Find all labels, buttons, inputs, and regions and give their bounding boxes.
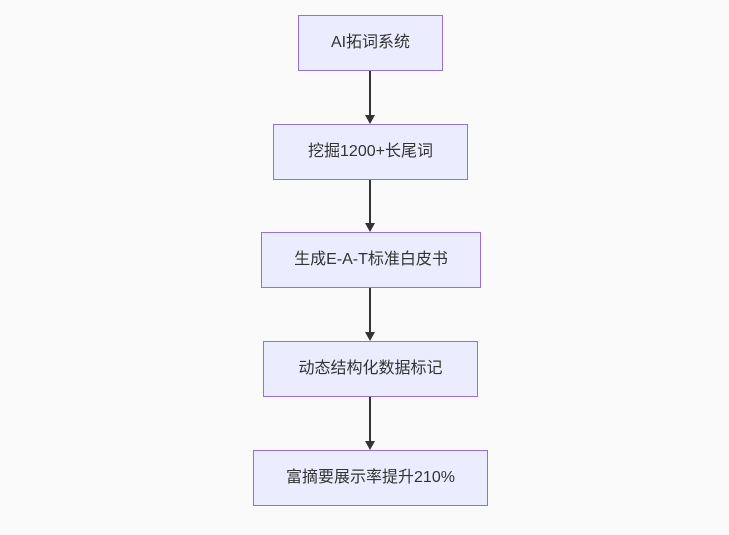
flow-node-dynamic-structured-data-markup: 动态结构化数据标记 xyxy=(263,341,478,397)
edge-line xyxy=(369,397,371,441)
edge-line xyxy=(369,71,371,115)
flow-edge-1 xyxy=(364,71,376,124)
flow-node-label: 富摘要展示率提升210% xyxy=(286,469,455,486)
flow-node-mine-longtail-keywords: 挖掘1200+长尾词 xyxy=(273,124,468,180)
flow-edge-4 xyxy=(364,397,376,450)
flow-node-rich-snippet-rate-increase: 富摘要展示率提升210% xyxy=(253,450,488,506)
arrowhead-down-icon xyxy=(365,441,375,450)
edge-line xyxy=(369,288,371,332)
arrowhead-down-icon xyxy=(365,223,375,232)
flow-node-generate-eat-whitepaper: 生成E-A-T标准白皮书 xyxy=(261,232,481,288)
flow-node-label: 挖掘1200+长尾词 xyxy=(308,143,433,160)
arrowhead-down-icon xyxy=(365,332,375,341)
flow-node-label: 动态结构化数据标记 xyxy=(298,360,443,377)
flow-node-label: AI拓词系统 xyxy=(330,34,411,51)
flow-edge-2 xyxy=(364,180,376,232)
arrowhead-down-icon xyxy=(365,115,375,124)
flow-edge-3 xyxy=(364,288,376,341)
flow-node-ai-word-expansion-system: AI拓词系统 xyxy=(298,15,443,71)
edge-line xyxy=(369,180,371,223)
flow-node-label: 生成E-A-T标准白皮书 xyxy=(294,251,448,268)
